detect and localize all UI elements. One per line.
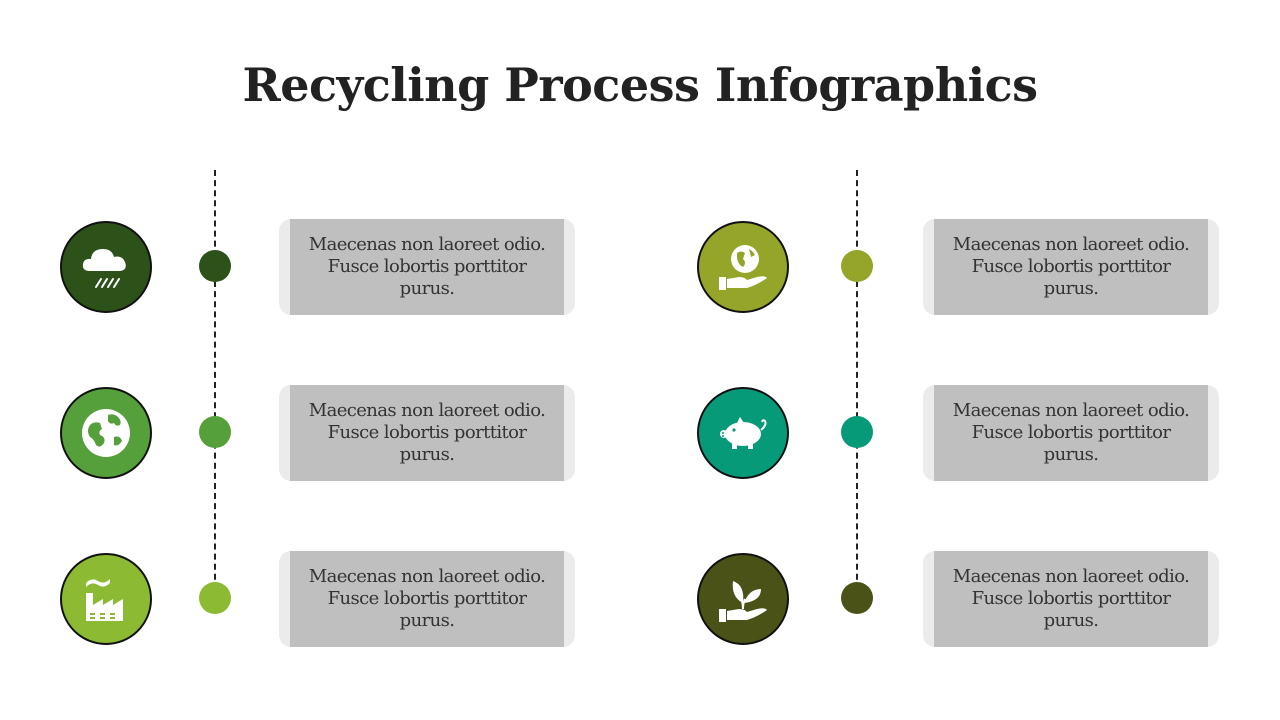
globe-icon	[82, 409, 130, 457]
factory-icon	[86, 579, 123, 621]
step-1-text: Maecenas non laoreet odio. Fusce loborti…	[308, 234, 546, 299]
step-3-text: Maecenas non laoreet odio. Fusce loborti…	[308, 566, 546, 631]
step-6-text: Maecenas non laoreet odio. Fusce loborti…	[952, 566, 1190, 631]
step-2-dot	[199, 416, 231, 448]
piggy-bank-icon	[720, 417, 767, 449]
timeline-line-right	[856, 170, 858, 600]
step-2-text: Maecenas non laoreet odio. Fusce loborti…	[308, 400, 546, 465]
cloud-rain-icon	[82, 249, 126, 288]
step-3-dot	[199, 582, 231, 614]
step-4-card: Maecenas non laoreet odio. Fusce loborti…	[923, 219, 1219, 315]
step-1-dot	[199, 250, 231, 282]
step-6-card: Maecenas non laoreet odio. Fusce loborti…	[923, 551, 1219, 647]
step-1-card: Maecenas non laoreet odio. Fusce loborti…	[279, 219, 575, 315]
step-6-icon-circle	[697, 553, 789, 645]
step-3-icon-circle	[60, 553, 152, 645]
timeline-line-left	[214, 170, 216, 600]
step-6-dot	[841, 582, 873, 614]
step-5-icon-circle	[697, 387, 789, 479]
step-4-dot	[841, 250, 873, 282]
step-4-icon-circle	[697, 221, 789, 313]
step-2-card: Maecenas non laoreet odio. Fusce loborti…	[279, 385, 575, 481]
step-5-dot	[841, 416, 873, 448]
step-5-text: Maecenas non laoreet odio. Fusce loborti…	[952, 400, 1190, 465]
step-1-icon-circle	[60, 221, 152, 313]
page-title: Recycling Process Infographics	[242, 58, 1038, 112]
step-5-card: Maecenas non laoreet odio. Fusce loborti…	[923, 385, 1219, 481]
step-4-text: Maecenas non laoreet odio. Fusce loborti…	[952, 234, 1190, 299]
hand-plant-icon	[719, 581, 767, 622]
step-3-card: Maecenas non laoreet odio. Fusce loborti…	[279, 551, 575, 647]
step-2-icon-circle	[60, 387, 152, 479]
hand-globe-icon	[719, 245, 767, 290]
